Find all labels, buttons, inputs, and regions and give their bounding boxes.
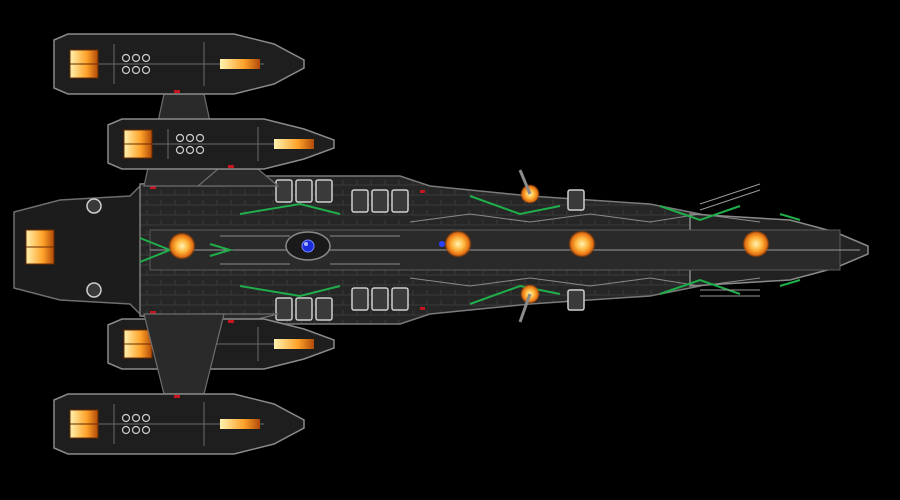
- antenna-array: [699, 183, 761, 297]
- nacelles: [53, 33, 335, 455]
- cargo-pod-row-top: [275, 179, 585, 213]
- main-hull: [13, 175, 869, 325]
- turret-bottom-2: [86, 282, 102, 298]
- spine-plates: [220, 213, 761, 287]
- turret-top-1: [518, 169, 540, 204]
- turret-bottom-1: [518, 284, 540, 323]
- red-markers: [150, 186, 425, 314]
- nacelle-bottom-outer: [53, 313, 305, 455]
- cargo-pod-row-bottom: [275, 287, 585, 321]
- turret-top-2: [86, 198, 102, 214]
- sensor-blue-dot: [439, 241, 445, 247]
- nacelle-top-inner: [107, 118, 335, 187]
- nacelle-center-engine: [25, 229, 55, 265]
- reactor-row: [168, 230, 770, 260]
- bridge-dome: [285, 231, 331, 261]
- green-accent-strips: [139, 195, 801, 305]
- turrets: [86, 169, 540, 323]
